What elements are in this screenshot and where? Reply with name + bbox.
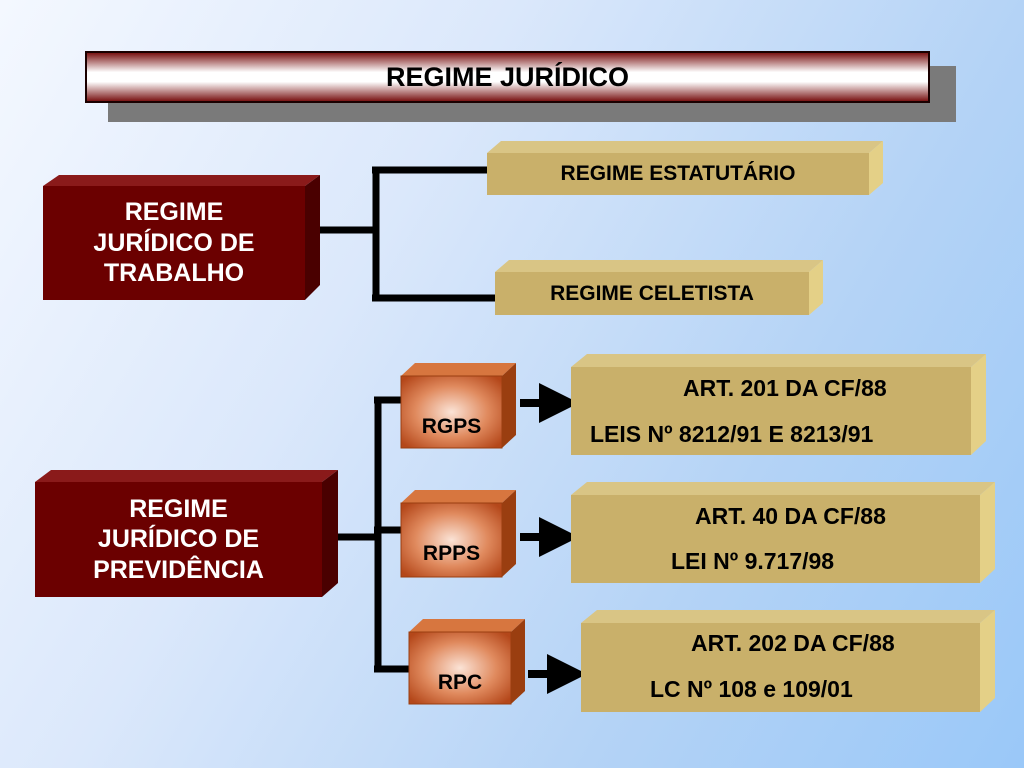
box-trabalho (43, 175, 320, 300)
previdencia-label: REGIME JURÍDICO DE PREVIDÊNCIA (35, 482, 322, 597)
cube-rpc (408, 619, 525, 705)
rpps-code: RPPS (422, 542, 481, 566)
title-bar: REGIME JURÍDICO (85, 51, 930, 103)
celetista-label: REGIME CELETISTA (495, 272, 809, 315)
rgps-law-line-1: ART. 201 DA CF/88 (683, 375, 887, 401)
previdencia-label-line-3: PREVIDÊNCIA (93, 555, 264, 584)
rpps-law-line-1: ART. 40 DA CF/88 (695, 503, 886, 529)
box-celetista (495, 260, 823, 315)
cube-rgps (400, 363, 516, 449)
previdencia-label-line-1: REGIME (129, 494, 228, 523)
rpps-label: RPPS (401, 503, 502, 577)
celetista-text: REGIME CELETISTA (550, 281, 754, 305)
trabalho-label-line-1: REGIME (124, 198, 224, 227)
rgps-label: RGPS (401, 376, 502, 448)
trabalho-label-line-2: JURÍDICO DE (93, 228, 255, 257)
rgps-code: RGPS (421, 415, 482, 439)
trabalho-label-line-3: TRABALHO (103, 259, 245, 288)
rpps-law-line-2: LEI Nº 9.717/98 (671, 548, 835, 574)
law-box-rpc (581, 610, 995, 712)
arrows (520, 383, 587, 694)
rpc-law-line-1: ART. 202 DA CF/88 (691, 630, 895, 656)
trabalho-label: REGIME JURÍDICO DE TRABALHO (43, 186, 305, 300)
cube-rpps (400, 490, 516, 578)
box-estatutario (487, 141, 883, 195)
estatutario-text: REGIME ESTATUTÁRIO (560, 162, 796, 186)
law-box-rgps (571, 354, 986, 455)
rpc-law-line-2: LC Nº 108 e 109/01 (650, 676, 853, 702)
rpc-code: RPC (437, 671, 483, 695)
estatutario-label: REGIME ESTATUTÁRIO (487, 153, 869, 195)
box-previdencia (35, 470, 338, 597)
rpc-label: RPC (409, 632, 511, 704)
connectors-trabalho (318, 166, 496, 302)
rgps-law-line-2: LEIS Nº 8212/91 E 8213/91 (590, 421, 874, 447)
page-title: REGIME JURÍDICO (385, 61, 630, 92)
previdencia-label-line-2: JURÍDICO DE (97, 525, 260, 554)
law-box-rpps (571, 482, 995, 583)
connectors-previdencia (326, 396, 411, 673)
